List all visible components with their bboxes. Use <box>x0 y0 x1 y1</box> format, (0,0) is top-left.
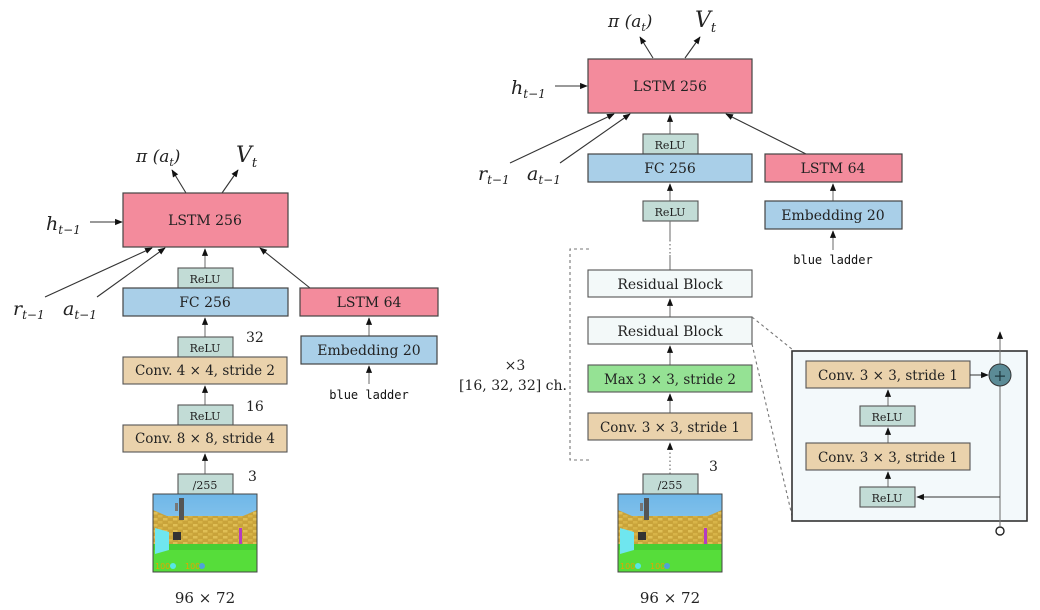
left-lstm-64-label: LSTM 64 <box>337 295 402 311</box>
left-hidden-input-label: ht−1 <box>46 213 81 237</box>
right-fc-256-box <box>587 153 753 183</box>
right-maxpool-box <box>587 364 753 393</box>
left-conv2-channels: 32 <box>246 330 264 346</box>
svg-text:Vt: Vt <box>236 143 258 171</box>
right-action-arrow <box>559 113 631 164</box>
left-input-frame-image <box>152 493 258 573</box>
right-residual-block-top <box>587 269 753 298</box>
right-network: π (at) Vt LSTM 256 ht−1 rt−1 at−1 ReLU F… <box>459 8 1028 607</box>
right-value-output: Vt <box>695 8 717 36</box>
add-node-symbol: + <box>993 366 1006 385</box>
right-embedding-box <box>764 200 903 230</box>
inset-relu-mid-label: ReLU <box>872 411 903 424</box>
left-reward-input-label: rt−1 <box>13 298 45 322</box>
add-node-icon <box>988 363 1012 387</box>
left-lstm-256-box <box>122 192 289 248</box>
inset-relu-mid-box <box>859 405 916 427</box>
right-repeat-bracket <box>569 248 589 461</box>
right-lstm-256-box <box>587 58 753 114</box>
left-value-output: Vt <box>236 143 258 171</box>
left-embedding-label: Embedding 20 <box>317 343 420 359</box>
left-fc-256-box <box>122 287 289 317</box>
left-fc-256-label: FC 256 <box>179 295 231 311</box>
right-reward-arrow <box>509 113 615 164</box>
right-fc-relu-label: ReLU <box>655 139 686 152</box>
left-policy-output: π (at) <box>135 147 180 169</box>
left-instruction-text: blue ladder <box>329 388 408 402</box>
right-residual-block-bottom-label: Residual Block <box>617 324 723 340</box>
right-lstm64-arrow <box>725 113 807 155</box>
right-lstm-64-box <box>764 153 903 183</box>
left-embedding-box <box>300 335 438 365</box>
left-lstm-256-label: LSTM 256 <box>168 213 242 229</box>
right-hidden-input-label: ht−1 <box>511 77 546 101</box>
inset-connector-top <box>751 316 794 351</box>
svg-text:π (at): π (at) <box>607 12 652 34</box>
right-residual-block-top-label: Residual Block <box>617 277 723 293</box>
right-input-size: 96 × 72 <box>640 589 700 607</box>
inset-relu-bottom-label: ReLU <box>872 492 903 505</box>
left-input-size: 96 × 72 <box>175 589 235 607</box>
left-conv1-channels: 16 <box>246 399 264 415</box>
left-lstm-64-box <box>299 287 439 317</box>
right-instruction-text: blue ladder <box>793 253 872 267</box>
right-input-frame-image <box>617 493 723 573</box>
right-policy-arrow <box>639 36 654 59</box>
right-residual-block-bottom <box>587 316 753 345</box>
left-fc-relu-label: ReLU <box>190 273 221 286</box>
left-conv2-relu-label: ReLU <box>190 342 221 355</box>
inset-conv-bottom-label: Conv. 3 × 3, stride 1 <box>818 450 958 466</box>
inset-conv-top-box <box>805 360 971 389</box>
left-lstm64-arrow <box>259 247 311 289</box>
left-conv1-box <box>122 424 288 453</box>
right-repeat-label: ×3 <box>505 358 526 374</box>
right-action-input-label: at−1 <box>527 163 561 187</box>
svg-text:π (at): π (at) <box>135 147 180 169</box>
inset-conv-bottom-box <box>805 442 971 471</box>
left-normalize-label: /255 <box>193 479 218 492</box>
left-conv2-box <box>122 356 288 385</box>
left-network: π (at) Vt LSTM 256 ht−1 rt−1 at−1 ReLU F… <box>13 143 439 607</box>
right-input-channels: 3 <box>709 459 718 475</box>
right-maxpool-label: Max 3 × 3, stride 2 <box>604 372 736 388</box>
right-normalize-label: /255 <box>658 479 683 492</box>
inset-conv-top-label: Conv. 3 × 3, stride 1 <box>818 368 958 384</box>
right-res-relu-label: ReLU <box>655 206 686 219</box>
left-action-input-label: at−1 <box>63 298 97 322</box>
right-lstm-256-label: LSTM 256 <box>633 79 707 95</box>
inset-relu-bottom-box <box>859 486 916 508</box>
right-reward-input-label: rt−1 <box>478 163 510 187</box>
right-fc-256-label: FC 256 <box>644 161 696 177</box>
left-conv1-relu-label: ReLU <box>190 410 221 423</box>
left-reward-arrow <box>44 247 153 298</box>
left-input-channels: 3 <box>248 469 257 485</box>
residual-block-detail: Conv. 3 × 3, stride 1 ReLU Conv. 3 × 3, … <box>791 331 1028 536</box>
right-policy-output: π (at) <box>607 12 652 34</box>
left-conv1-label: Conv. 8 × 8, stride 4 <box>135 431 275 447</box>
right-value-arrow <box>684 36 701 59</box>
inset-input-node-icon <box>995 526 1005 536</box>
right-conv-label: Conv. 3 × 3, stride 1 <box>600 420 740 436</box>
right-lstm-64-label: LSTM 64 <box>801 161 866 177</box>
left-conv2-label: Conv. 4 × 4, stride 2 <box>135 363 275 379</box>
inset-connector-bottom <box>751 343 794 521</box>
right-embedding-label: Embedding 20 <box>781 208 884 224</box>
left-value-arrow <box>221 169 239 194</box>
svg-text:Vt: Vt <box>695 8 717 36</box>
left-action-arrow <box>96 247 166 298</box>
right-conv-box <box>587 412 753 441</box>
right-repeat-channels: [16, 32, 32] ch. <box>459 378 567 394</box>
left-policy-arrow <box>171 169 187 194</box>
